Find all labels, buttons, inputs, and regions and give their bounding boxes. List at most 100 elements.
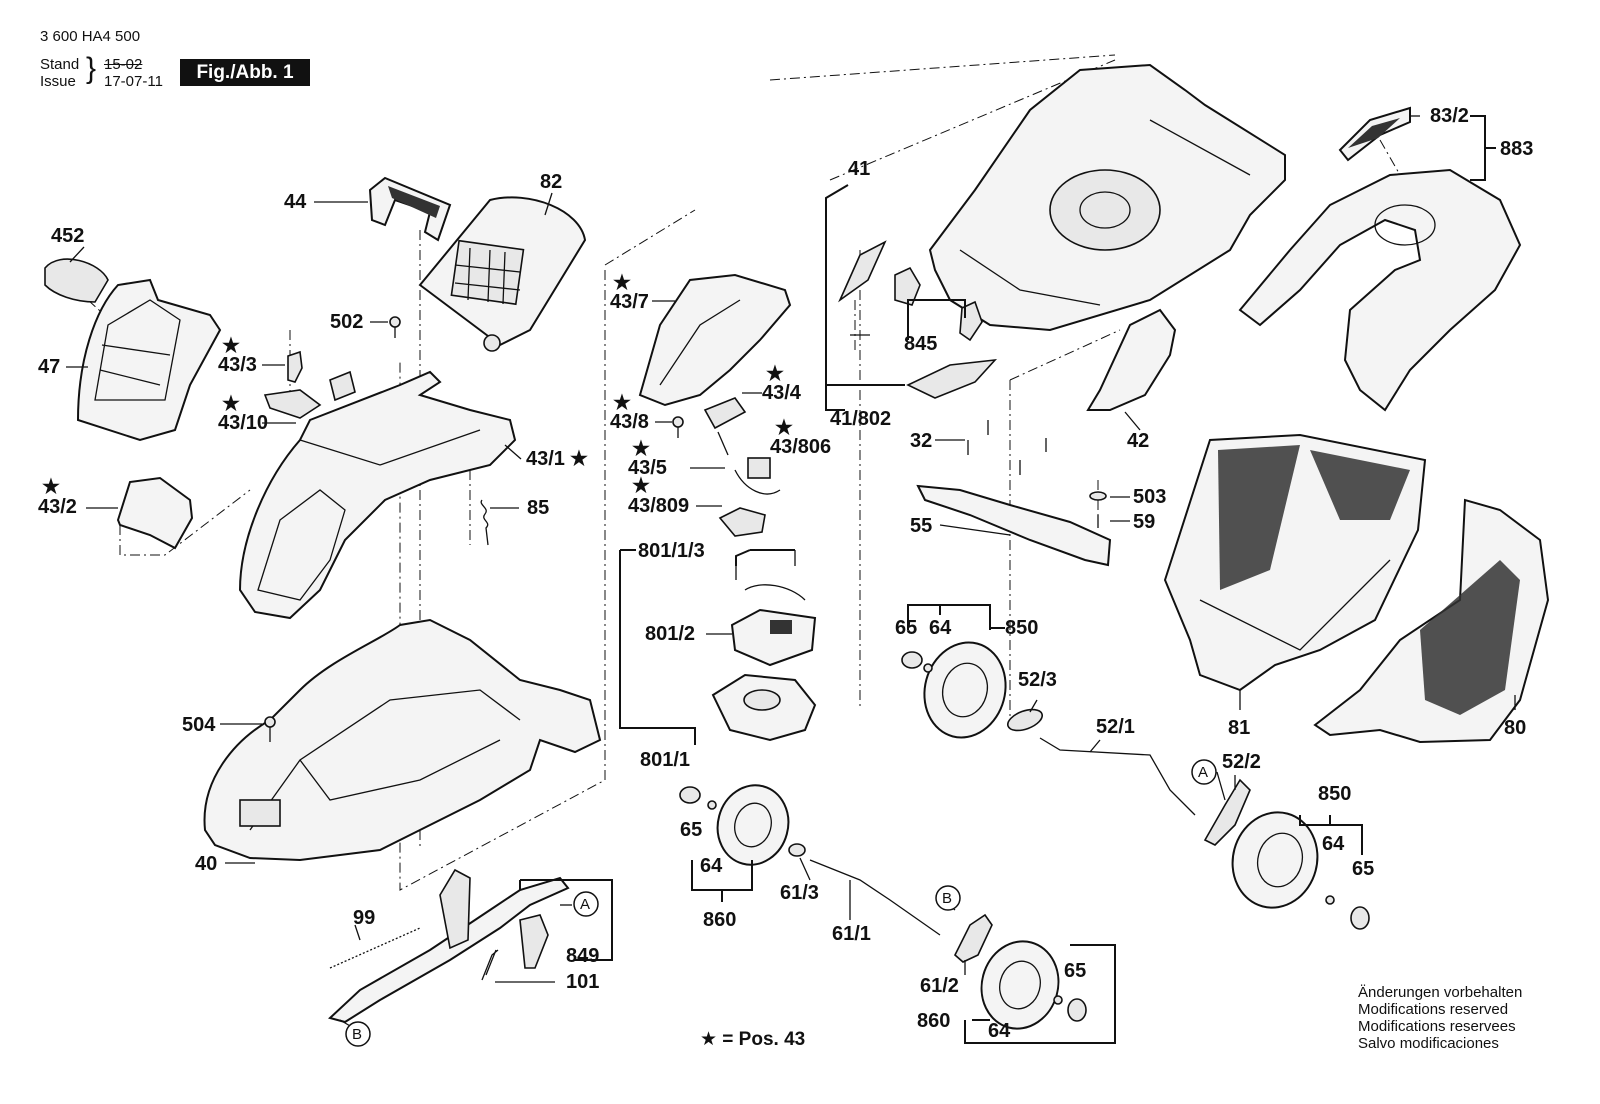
callout-43-10: 43/10 xyxy=(218,412,268,434)
note-german: Änderungen vorbehalten xyxy=(1358,984,1523,1001)
ref-circle-a-axle: A xyxy=(1191,759,1217,785)
part-grip-83-2 xyxy=(1338,106,1411,162)
star-43-1: ★ xyxy=(570,448,588,470)
svg-text:B: B xyxy=(352,1026,362,1043)
part-bracket-61-2 xyxy=(954,913,993,963)
callout-59: 59 xyxy=(1133,511,1155,533)
callout-52-1: 52/1 xyxy=(1096,716,1135,738)
part-plate-43-10 xyxy=(263,389,322,419)
note-english: Modifications reserved xyxy=(1358,1001,1509,1018)
svg-text:A: A xyxy=(580,896,590,913)
figure-badge: Fig./Abb. 1 xyxy=(180,59,310,86)
callout-61-1: 61/1 xyxy=(832,923,871,945)
star-43-3: ★ xyxy=(222,335,240,357)
stand-label: Stand xyxy=(40,56,80,73)
svg-text:A: A xyxy=(1198,764,1208,781)
part-guard-42 xyxy=(1086,308,1177,411)
callout-44: 44 xyxy=(284,191,307,213)
callout-850-b: 850 xyxy=(1318,783,1351,805)
part-lever-849 xyxy=(327,868,570,1024)
callout-502: 502 xyxy=(330,311,363,333)
callout-81: 81 xyxy=(1228,717,1250,739)
part-washer-503 xyxy=(1089,491,1107,501)
brace-glyph: } xyxy=(86,52,97,85)
callout-83-2: 83/2 xyxy=(1430,105,1469,127)
callout-40: 40 xyxy=(195,853,217,875)
part-blade-55 xyxy=(916,484,1112,567)
callout-65-a: 65 xyxy=(895,617,917,639)
callout-452: 452 xyxy=(51,225,84,247)
part-handle-grip-44 xyxy=(368,176,452,242)
modification-notes: Änderungen vorbehalten Modifications res… xyxy=(1358,984,1522,1052)
part-button-43-4 xyxy=(703,397,747,430)
part-spring-101 xyxy=(481,949,499,981)
part-wheel-850-front-left xyxy=(901,641,1007,739)
part-cover-883 xyxy=(1238,168,1522,412)
issue-label: Issue xyxy=(40,73,76,90)
callout-503: 503 xyxy=(1133,486,1166,508)
part-cover-43-2 xyxy=(116,476,194,550)
part-cover-82 xyxy=(418,196,587,352)
star-43-806: ★ xyxy=(775,417,793,439)
callout-65-b: 65 xyxy=(1352,858,1374,880)
callout-849: 849 xyxy=(566,945,599,967)
callout-43-7: 43/7 xyxy=(610,291,649,313)
part-bushing-61-3 xyxy=(788,843,806,857)
callout-99: 99 xyxy=(353,907,375,929)
part-lower-housing-40 xyxy=(203,618,602,862)
star-43-5: ★ xyxy=(632,438,650,460)
part-screw-43-8 xyxy=(672,416,684,438)
part-screw-502 xyxy=(389,316,401,338)
callout-64-a: 64 xyxy=(929,617,952,639)
part-axle-61-1 xyxy=(809,859,941,936)
part-cover-452 xyxy=(44,258,109,303)
part-electronics-801-2 xyxy=(730,584,817,667)
svg-text:B: B xyxy=(942,890,952,907)
star-43-8: ★ xyxy=(613,392,631,414)
part-cover-43-7 xyxy=(638,273,792,407)
callout-43-809: 43/809 xyxy=(628,495,689,517)
callout-41-802: 41/802 xyxy=(830,408,891,430)
part-screw-504 xyxy=(264,716,276,742)
callout-504: 504 xyxy=(182,714,216,736)
ref-circle-b-axle: B xyxy=(935,885,961,911)
callout-65-d: 65 xyxy=(1064,960,1086,982)
callout-801-1-3: 801/1/3 xyxy=(638,540,705,562)
star-43-2: ★ xyxy=(42,476,60,498)
star-43-4: ★ xyxy=(766,363,784,385)
part-axle-52-1 xyxy=(1039,737,1196,816)
stand-date: 15-02 xyxy=(104,56,143,73)
callout-43-4: 43/4 xyxy=(762,382,802,404)
star-43-10: ★ xyxy=(222,393,240,415)
callout-64-d: 64 xyxy=(988,1020,1011,1042)
callout-43-2: 43/2 xyxy=(38,496,77,518)
part-upper-housing-43-1 xyxy=(238,370,517,620)
part-spring-99 xyxy=(329,927,421,969)
part-grass-bag-81 xyxy=(1163,433,1427,692)
note-spanish: Salvo modificaciones xyxy=(1358,1035,1499,1052)
part-screws-32 xyxy=(967,420,1047,475)
part-housing-47 xyxy=(76,278,222,442)
part-grass-bag-80 xyxy=(1313,498,1550,744)
part-bracket-52-2 xyxy=(1203,778,1251,846)
ref-circle-b-lever: B xyxy=(345,1021,371,1047)
star-legend: ★ = Pos. 43 xyxy=(700,1029,806,1050)
part-wheel-860-rear-left xyxy=(980,940,1087,1030)
callout-43-3: 43/3 xyxy=(218,354,257,376)
callout-101: 101 xyxy=(566,971,599,993)
callout-850-a: 850 xyxy=(1005,617,1038,639)
callout-47: 47 xyxy=(38,356,60,378)
callout-61-2: 61/2 xyxy=(920,975,959,997)
callout-41: 41 xyxy=(848,158,870,180)
part-key-43-3 xyxy=(287,350,303,383)
callout-80: 80 xyxy=(1504,717,1526,739)
part-wheel-850-rear-right xyxy=(1231,811,1370,930)
note-french: Modifications reservees xyxy=(1358,1018,1516,1035)
part-wheel-860-front-right xyxy=(679,784,790,866)
callout-845: 845 xyxy=(904,333,937,355)
callout-32: 32 xyxy=(910,430,932,452)
callout-43-8: 43/8 xyxy=(610,411,649,433)
part-spring-43-5 xyxy=(717,431,729,456)
callout-42: 42 xyxy=(1127,430,1149,452)
